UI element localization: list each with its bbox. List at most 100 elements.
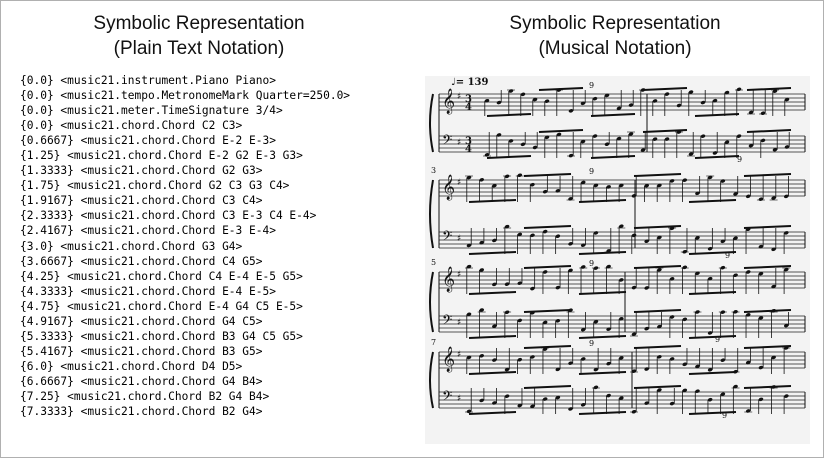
note-head [745,360,751,365]
note-head [496,100,502,105]
note-head [606,327,611,332]
note-head [568,153,574,158]
note-head [606,361,611,366]
note-head [758,397,764,402]
beam [523,265,572,269]
note-head [542,397,548,401]
note-head [618,278,624,282]
note-head [707,367,713,372]
beam [688,291,737,295]
note-head [555,318,561,323]
note-head [733,273,738,278]
notation-line: {5.3333} <music21.chord.Chord B3 G4 C5 G… [20,329,303,343]
brace [429,179,434,249]
bass-clef-icon: 𝄢 [442,312,452,331]
note-head [479,268,485,272]
notation-line: {1.3333} <music21.chord.Chord G2 G3> [20,164,263,178]
note-head [555,367,561,372]
tuplet-label: 9 [589,339,594,348]
note-head [593,231,599,235]
note-head [532,97,538,102]
note-head [542,320,548,325]
note-head [682,178,688,182]
note-head [568,109,574,113]
beam [523,225,572,229]
beam [468,251,517,255]
beam [688,335,737,339]
notation-line: {5.4167} <music21.chord.Chord B3 G5> [20,344,263,358]
note-head [707,175,713,180]
note-head [466,264,472,269]
note-head [517,281,523,285]
tuplet-label: 9 [715,335,720,344]
beam [578,335,627,339]
beam [688,199,737,203]
note-head [736,134,742,138]
note-head [592,96,598,101]
tuplet-label: 9 [589,167,594,176]
beam [746,87,792,91]
brace [429,271,434,333]
note-head [695,236,700,240]
note-head [758,244,764,249]
bass-clef-icon: 𝄢 [442,228,452,247]
sharp-icon: ♯ [457,234,461,244]
note-head [604,142,610,147]
treble-clef-icon: 𝄞 [442,266,455,292]
notation-line: {4.25} <music21.chord.Chord C4 E-4 E-5 G… [20,269,303,283]
plain-text-notation: {0.0} <music21.instrument.Piano Piano> {0… [20,73,350,419]
beam [642,87,688,91]
note-head [676,103,682,108]
left-title-line2: (Plain Text Notation) [113,38,285,59]
beam [746,129,792,133]
note-head [657,183,662,188]
note-head [592,134,598,138]
note-head [720,392,726,396]
note-head [682,388,688,393]
note-head [479,398,485,403]
note-head [700,134,706,139]
treble-clef-icon: 𝄞 [442,174,455,200]
notation-line: {0.0} <music21.instrument.Piano Piano> [20,74,276,87]
note-head [530,233,535,238]
note-head [530,182,535,187]
measure-number: 5 [431,258,436,267]
beam [578,411,627,415]
note-head [664,137,670,141]
note-head [520,92,526,97]
note-head [492,324,497,329]
note-head [631,285,637,290]
note-head [720,179,726,183]
note-head [580,243,586,247]
note-head [479,178,485,182]
note-head [724,140,730,145]
notation-line: {0.0} <music21.chord.Chord C2 C3> [20,119,243,133]
note-head [644,401,650,405]
note-head [720,358,726,362]
note-head [618,356,624,360]
note-head [580,402,586,407]
note-head [508,139,514,143]
note-head [758,271,764,276]
beam [468,291,517,295]
note-head [688,90,694,94]
note-head [542,270,548,274]
note-head [504,174,510,179]
note-head [682,317,688,322]
note-head [784,145,790,149]
note-head [745,194,751,199]
bass-clef-icon: 𝄢 [442,132,452,151]
beam [688,251,737,255]
note-head [783,394,789,398]
treble-clef-icon: 𝄞 [442,346,455,372]
treble-clef-icon: 𝄞 [442,88,455,114]
note-head [669,315,675,319]
beam [578,371,627,375]
note-head [542,229,548,234]
beam [743,225,792,229]
beam [468,335,517,339]
note-head [542,189,548,194]
